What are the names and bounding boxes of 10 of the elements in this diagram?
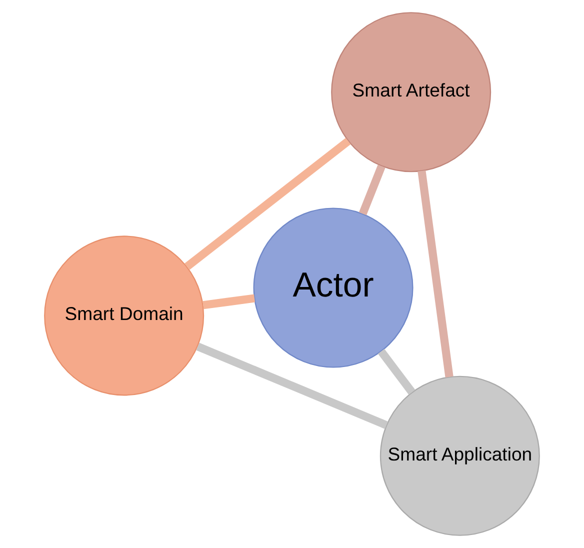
node-circle: Smart Application [380,376,540,536]
node-circle: Smart Domain [44,236,204,396]
connector [358,164,386,216]
node-circle: Actor [253,208,414,368]
connector [418,170,454,378]
connector [378,348,416,395]
connector [184,138,351,270]
connector [196,342,388,429]
node-circle: Smart Artefact [331,12,492,172]
connector [202,294,256,310]
